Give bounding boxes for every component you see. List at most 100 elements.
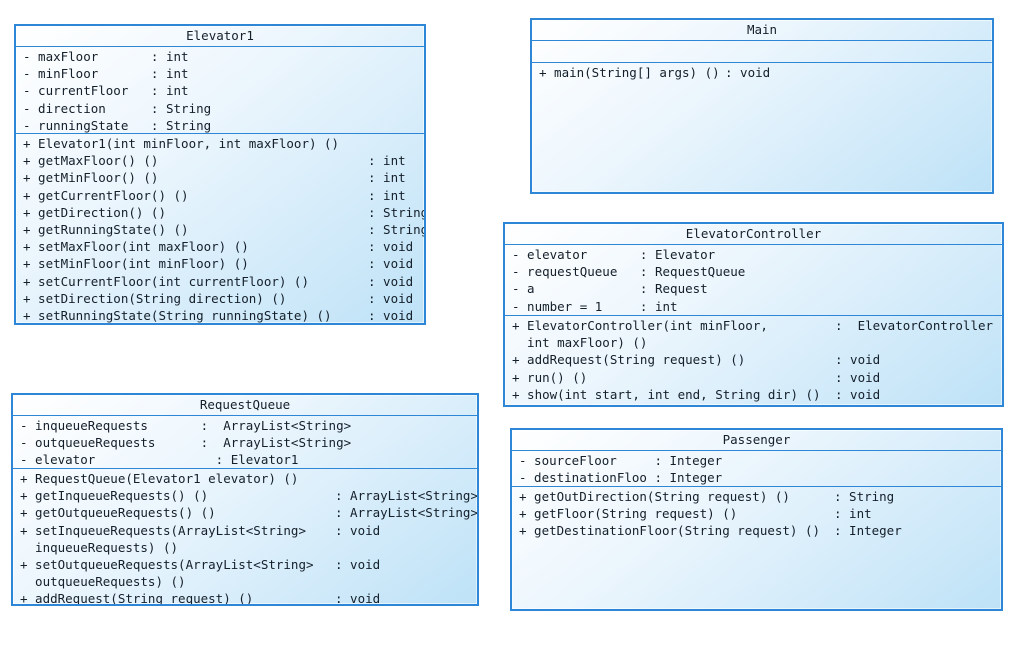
method-return-type: : int <box>368 153 406 169</box>
method-row: + getRunningState() () : String <box>23 221 424 238</box>
method-row: + setCurrentFloor(int currentFloor) () : … <box>23 273 424 290</box>
method-row: + show(int start, int end, String dir) (… <box>512 386 1002 403</box>
attributes-compartment: - sourceFloor : Integer - destinationFlo… <box>512 451 1001 487</box>
attribute-row: - requestQueue : RequestQueue <box>512 264 746 280</box>
methods-compartment: + Elevator1(int minFloor, int maxFloor) … <box>16 134 424 324</box>
method-row: + addRequest(String request) () : void <box>512 351 1002 368</box>
attribute-row: - outqueueRequests : ArrayList<String> <box>20 435 352 451</box>
method-signature: + getDirection() () <box>23 204 166 220</box>
method-row: + Elevator1(int minFloor, int maxFloor) … <box>23 135 424 152</box>
method-signature: + setMaxFloor(int maxFloor) () <box>23 239 249 255</box>
class-title: ElevatorController <box>505 224 1002 245</box>
method-row: + setRunningState(String runningState) (… <box>23 307 424 324</box>
method-signature: + addRequest(String request) () <box>512 352 746 368</box>
method-row: + RequestQueue(Elevator1 elevator) () <box>20 470 477 487</box>
methods-compartment: + ElevatorController(int minFloor, int m… <box>505 316 1002 403</box>
method-signature: + setRunningState(String runningState) (… <box>23 308 332 324</box>
method-return-type: : String <box>368 222 426 238</box>
method-return-type: : void <box>835 369 881 385</box>
method-signature: + setInqueueRequests(ArrayList<String> i… <box>20 522 306 555</box>
method-return-type: : void <box>368 256 414 272</box>
class-title: Passenger <box>512 430 1001 451</box>
method-return-type: : void <box>335 557 381 573</box>
class-title: Elevator1 <box>16 26 424 47</box>
method-return-type: : String <box>834 489 895 504</box>
attribute-row: - runningState : String <box>23 117 212 133</box>
method-return-type: : void <box>368 239 414 255</box>
method-signature: + getFloor(String request) () <box>519 506 738 522</box>
methods-compartment: + RequestQueue(Elevator1 elevator) () + … <box>13 469 478 606</box>
attribute-row: - sourceFloor : Integer <box>519 453 723 468</box>
method-row: + getOutDirection(String request) () : St… <box>519 488 1001 505</box>
method-return-type: : void <box>368 273 414 289</box>
method-signature: + getDestinationFloor(String request) () <box>519 523 821 539</box>
method-return-type: : void <box>368 308 414 324</box>
method-row: + setMaxFloor(int maxFloor) () : void <box>23 238 424 255</box>
method-return-type: : void <box>368 290 414 306</box>
method-return-type: : Integer <box>834 523 902 539</box>
method-signature: + setMinFloor(int minFloor) () <box>23 256 249 272</box>
class-box-requestqueue[interactable]: RequestQueue - inqueueRequests : ArrayLi… <box>11 393 479 606</box>
attributes-compartment: - elevator : Elevator - requestQueue : R… <box>505 245 1002 316</box>
method-signature: + getOutDirection(String request) () <box>519 489 790 504</box>
method-signature: + RequestQueue(Elevator1 elevator) () <box>20 471 299 486</box>
method-row: + getDestinationFloor(String request) ()… <box>519 522 1001 539</box>
method-return-type: : int <box>368 170 406 186</box>
method-signature: + show(int start, int end, String dir) (… <box>512 386 821 402</box>
method-row: + setOutqueueRequests(ArrayList<String> … <box>20 556 477 590</box>
class-title: Main <box>532 20 992 41</box>
method-return-type: : void <box>335 591 381 606</box>
method-row: + setMinFloor(int minFloor) () : void <box>23 255 424 272</box>
method-return-type: : String <box>368 204 426 220</box>
method-signature: + run() () <box>512 369 588 385</box>
attribute-row: - a : Request <box>512 281 708 297</box>
attribute-row: - maxFloor : int <box>23 49 189 64</box>
class-box-main[interactable]: Main + main(String[] args) () : void <box>530 18 994 194</box>
method-return-type: : void <box>335 522 381 538</box>
method-row: + addRequest(String request) (): void <box>20 590 477 606</box>
method-signature: + getOutqueueRequests() () <box>20 505 216 521</box>
attributes-compartment <box>532 41 992 63</box>
method-return-type: : ElevatorController <box>835 318 994 333</box>
attribute-row: - currentFloor : int <box>23 83 189 99</box>
attribute-row: - elevator : Elevator1 <box>20 452 299 468</box>
attributes-compartment: - inqueueRequests : ArrayList<String> - … <box>13 416 477 469</box>
method-signature: + Elevator1(int minFloor, int maxFloor) … <box>23 136 340 151</box>
method-return-type: : ArrayList<String> <box>335 488 478 504</box>
method-return-type: : void <box>835 352 881 368</box>
method-signature: + getRunningState() () <box>23 222 189 238</box>
method-return-type: : ArrayList<String> <box>335 505 478 521</box>
attribute-row: - inqueueRequests : ArrayList<String> <box>20 418 352 433</box>
attribute-row: - number = 1 : int <box>512 298 678 314</box>
method-row: + setDirection(String direction) () : voi… <box>23 290 424 307</box>
method-row: + main(String[] args) () : void <box>539 64 992 81</box>
method-row: + getDirection() () : String <box>23 204 424 221</box>
method-signature: + setOutqueueRequests(ArrayList<String> … <box>20 557 314 590</box>
method-signature: + setCurrentFloor(int currentFloor) () <box>23 273 309 289</box>
method-row: + ElevatorController(int minFloor, int m… <box>512 317 1002 351</box>
method-return-type: : void <box>835 386 881 402</box>
attributes-compartment: - maxFloor : int - minFloor : int - curr… <box>16 47 424 134</box>
method-row: + getOutqueueRequests() () : ArrayList<St… <box>20 504 477 521</box>
method-signature: + main(String[] args) () <box>539 65 720 80</box>
method-row: + getMaxFloor() (): int <box>23 152 424 169</box>
methods-compartment: + getOutDirection(String request) () : St… <box>512 487 1001 540</box>
class-box-elevatorcontroller[interactable]: ElevatorController - elevator : Elevator… <box>503 222 1004 407</box>
attribute-row: - elevator : Elevator <box>512 247 716 262</box>
method-row: + getFloor(String request) () : int <box>519 505 1001 522</box>
attribute-row: - minFloor : int <box>23 66 189 82</box>
method-return-type: : void <box>725 65 771 80</box>
method-return-type: : int <box>834 506 872 522</box>
class-title: RequestQueue <box>13 395 477 416</box>
class-box-passenger[interactable]: Passenger - sourceFloor : Integer - dest… <box>510 428 1003 611</box>
method-return-type: : int <box>368 187 406 203</box>
method-signature: + getInqueueRequests() () <box>20 488 209 504</box>
method-row: + run() () : void <box>512 369 1002 386</box>
method-row: + getMinFloor() () : int <box>23 169 424 186</box>
class-box-elevator1[interactable]: Elevator1 - maxFloor : int - minFloor : … <box>14 24 426 325</box>
method-signature: + setDirection(String direction) () <box>23 290 287 306</box>
methods-compartment: + main(String[] args) () : void <box>532 63 992 81</box>
method-signature: + getCurrentFloor() () <box>23 187 189 203</box>
method-signature: + getMinFloor() () <box>23 170 159 186</box>
